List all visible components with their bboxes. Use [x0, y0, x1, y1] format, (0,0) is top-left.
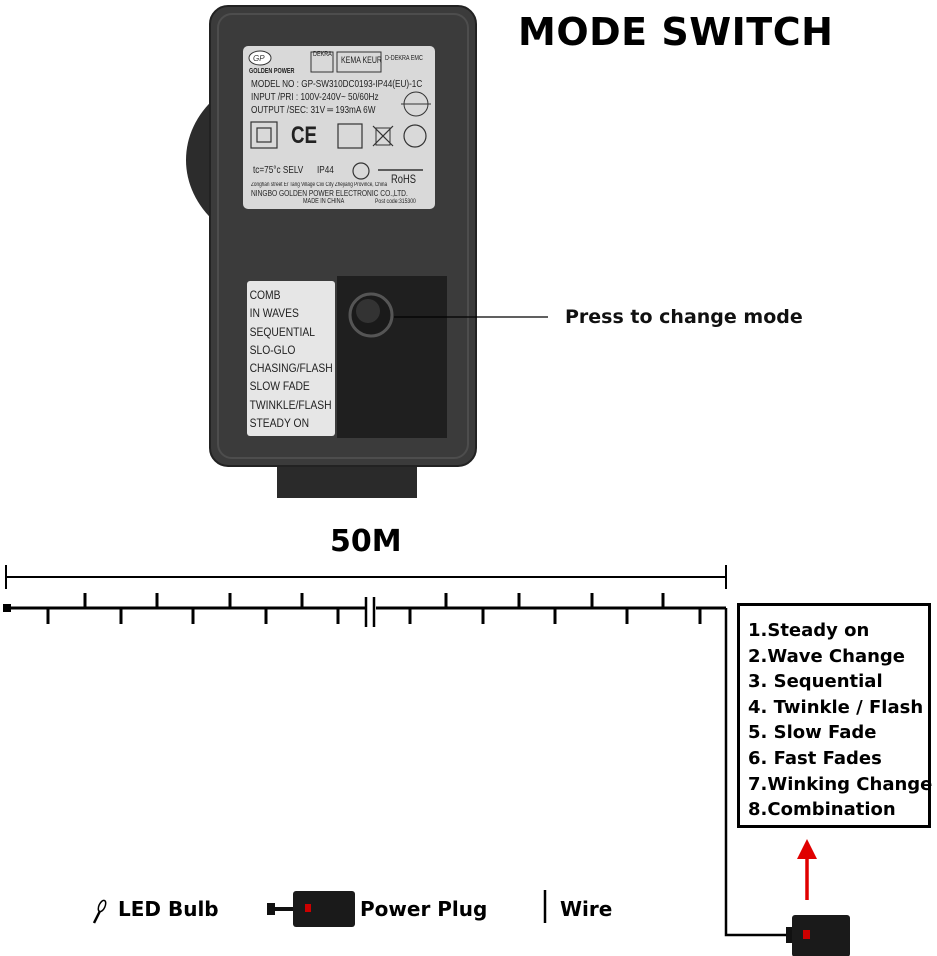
label-plate-graphics: GP: [248, 50, 431, 180]
ce-mark: CE: [291, 122, 318, 149]
red-arrow-head: [797, 839, 817, 859]
length-label: 50M: [330, 524, 402, 559]
sticker-mode: SEQUENTIAL: [249, 324, 315, 339]
ip-rating: IP44: [317, 164, 334, 176]
cert-mark-kema: KEMA KEUR: [341, 55, 382, 65]
legend-power-plug-label: Power Plug: [360, 897, 488, 921]
sticker-mode: SLO-GLO: [249, 342, 296, 357]
mode-item: 8.Combination: [748, 799, 896, 821]
callout-text: Press to change mode: [565, 306, 803, 328]
adapter-body-bevel: [217, 13, 469, 459]
mode-list-box: 1.Steady on 2.Wave Change 3. Sequential …: [737, 603, 933, 828]
mode-item: 6. Fast Fades: [748, 747, 882, 769]
double-insulation-inner: [256, 127, 272, 143]
lead-wire: [724, 608, 790, 937]
mode-item: 7.Winking Change: [748, 773, 933, 795]
sticker-mode: TWINKLE/FLASH: [249, 397, 332, 412]
power-plug-icon: [786, 915, 850, 956]
legend-wire-label: Wire: [560, 897, 613, 921]
power-adapter-illustration: [186, 5, 548, 498]
bulb-ticks-down: [46, 608, 702, 624]
button-panel: [337, 276, 447, 438]
led-bulb-icon: [92, 899, 107, 924]
sticker-mode: STEADY ON: [249, 416, 310, 431]
mode-item: 1.Steady on: [748, 620, 870, 641]
mode-item: 3. Sequential: [748, 671, 883, 693]
rohs-mark: RoHS: [391, 172, 416, 186]
legend-power-plug-icon: [267, 891, 355, 927]
fi-mark-icon: [352, 162, 370, 180]
post-code: Post code:315300: [375, 198, 416, 205]
legend-led-bulb-label: LED Bulb: [118, 897, 219, 921]
kema-box: [336, 51, 382, 73]
model-number: MODEL NO : GP-SW310DC0193-IP44(EU)-1C: [251, 78, 423, 90]
wire-end-cap: [3, 604, 11, 612]
output-rating: OUTPUT /SEC: 31V ═ 193mA 6W: [251, 104, 376, 116]
bulb-ticks-up: [83, 593, 665, 608]
sticker-mode: SLOW FADE: [249, 379, 310, 394]
cert-mark-dekra: DEKRA: [313, 51, 332, 58]
page-title: MODE SWITCH: [518, 10, 834, 54]
company-name: NINGBO GOLDEN POWER ELECTRONIC CO.,LTD.: [251, 188, 408, 198]
mode-item: 4. Twinkle / Flash: [748, 696, 924, 718]
sticker-mode: COMB: [249, 288, 281, 302]
made-in: MADE IN CHINA: [303, 198, 345, 205]
safety-icon: [403, 124, 427, 148]
gs-mark-box: [310, 51, 334, 73]
factory-address: Zonghan street Er Tang Village Cixi City…: [251, 182, 388, 188]
adapter-label-plate: GP GOLDEN POWER DEKRA KEMA KEUR D-DEKRA …: [243, 46, 435, 209]
transformer-icon: [337, 123, 363, 149]
brand-text: GOLDEN POWER: [249, 68, 295, 75]
mode-item: 5. Slow Fade: [748, 722, 877, 744]
mode-sticker: COMB IN WAVES SEQUENTIAL SLO-GLO CHASING…: [247, 281, 335, 436]
sticker-mode: CHASING/FLASH: [249, 361, 333, 376]
gp-logo-oval: [248, 50, 272, 66]
input-rating: INPUT /PRI : 100V-240V~ 50/60Hz: [251, 91, 379, 103]
temp-rating: tc=75°c SELV: [253, 164, 304, 176]
sticker-mode: IN WAVES: [249, 306, 299, 321]
mode-item: 2.Wave Change: [748, 645, 906, 667]
gp-logo-text: GP: [253, 54, 265, 63]
cert-mark-emc: D-DEKRA EMC: [385, 55, 423, 62]
double-insulation-icon: [250, 121, 278, 149]
string-light-diagram: [3, 565, 850, 956]
mode-button-highlight: [356, 299, 380, 323]
weee-bin-body: [375, 127, 391, 146]
